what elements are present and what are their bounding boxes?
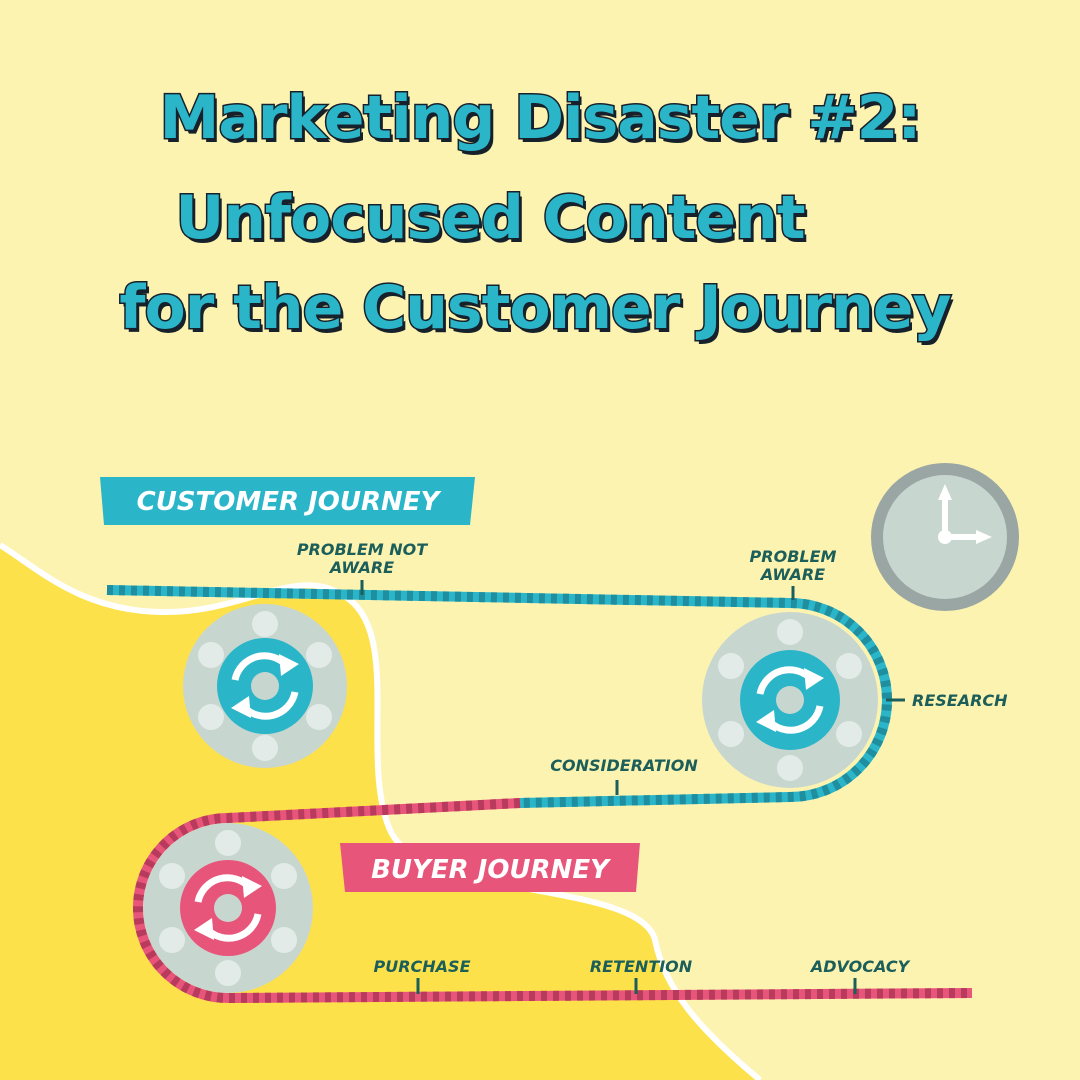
stage-retention: RETENTION [590,957,693,994]
svg-text:Marketing Disaster #2:: Marketing Disaster #2: [163,87,924,157]
buyer-journey-banner: BUYER JOURNEY [340,843,640,892]
svg-text:PURCHASE: PURCHASE [373,957,470,976]
svg-text:ADVOCACY: ADVOCACY [809,957,911,976]
clock-icon [871,463,1019,611]
buyer-belt [133,798,973,1004]
svg-text:AWARE: AWARE [759,565,825,584]
buyer-journey-label: BUYER JOURNEY [371,855,612,885]
svg-text:PROBLEM NOT: PROBLEM NOT [297,540,428,559]
customer-journey-label: CUSTOMER JOURNEY [137,487,443,517]
stage-problem-not-aware: PROBLEM NOT AWARE [297,540,428,595]
page-title: Marketing Disaster #2: Marketing Disaste… [118,82,956,348]
svg-text:PROBLEM: PROBLEM [750,547,837,566]
stage-research: RESEARCH [886,691,1008,710]
refresh-icon [194,874,262,942]
stage-purchase: PURCHASE [373,957,471,994]
svg-text:RETENTION: RETENTION [590,957,693,976]
customer-journey-banner: CUSTOMER JOURNEY [100,477,475,525]
stage-advocacy: ADVOCACY [809,957,911,994]
stage-consideration: CONSIDERATION [550,756,698,795]
svg-text:RESEARCH: RESEARCH [912,691,1008,710]
wheel-customer-right [702,612,878,788]
refresh-icon [756,666,824,734]
stage-problem-aware: PROBLEM AWARE [750,547,837,600]
title-line-2: Unfocused Content [175,183,804,253]
blob-outline [0,542,762,1080]
wheel-buyer [143,823,313,993]
wheel-customer-left [183,604,347,768]
title-line-3: for the Customer Journey [119,273,951,343]
svg-text:AWARE: AWARE [328,558,394,577]
svg-text:CONSIDERATION: CONSIDERATION [550,756,698,775]
svg-text:for the Customer Journey: for the Customer Journey [122,277,954,347]
refresh-icon [231,652,299,720]
title-line-1: Marketing Disaster #2: [160,83,921,153]
svg-text:Unfocused Content: Unfocused Content [178,187,807,257]
